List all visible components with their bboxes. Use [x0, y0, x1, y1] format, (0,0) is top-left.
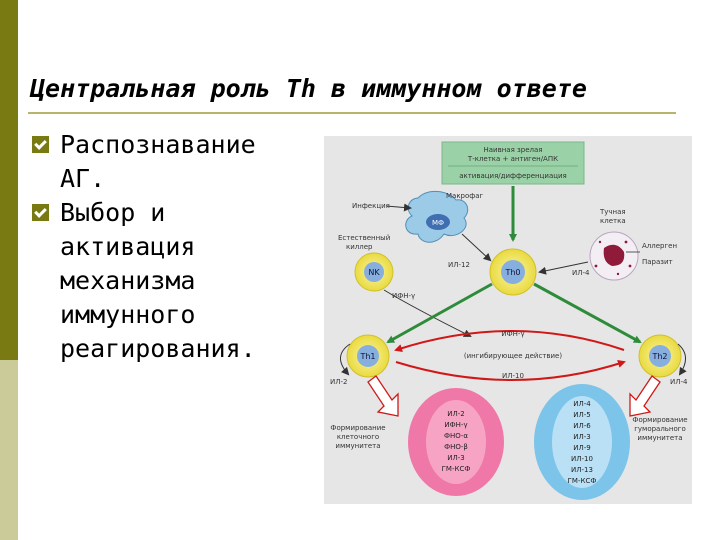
th2-cell-label: Th2 — [651, 352, 667, 361]
naive-t-cell-line1: Наивная зрелая — [484, 146, 543, 154]
nk-label-line2: киллер — [346, 243, 373, 251]
th2-cytokine: ИЛ-13 — [571, 466, 593, 474]
th1-cytokine: ИЛ-3 — [447, 454, 464, 462]
naive-t-cell-box — [441, 141, 585, 185]
arrow-il4 — [538, 261, 589, 275]
humoral-label-line3: иммунитета — [637, 434, 682, 442]
th1-cytokine-list: ИЛ-2 ИФН-γ ФНО-α ФНО-β ИЛ-3 ГМ-КСФ — [442, 410, 471, 473]
th1-feedback-arrow — [340, 343, 351, 376]
arrow-to-th2 — [533, 282, 642, 344]
bullet-text-line: АГ. — [60, 164, 106, 193]
arrow-to-th1 — [386, 282, 493, 344]
bullet-activation: Выбор и активация механизма иммунного ре… — [32, 196, 322, 366]
inhibit-arrow-ifn — [394, 330, 625, 352]
th2-cytokine: ИЛ-10 — [571, 455, 593, 463]
cellular-label-line2: клеточного — [337, 433, 379, 441]
allergen-label: Аллерген — [642, 242, 677, 250]
mast-label-line1: Тучная — [599, 208, 626, 216]
il12-label: ИЛ-12 — [448, 261, 470, 269]
th-immune-diagram: Наивная зрелая Т-клетка + антиген/АПК ак… — [324, 136, 692, 504]
bullet-recognition: Распознавание АГ. — [32, 128, 322, 196]
mf-cell-label: МФ — [432, 219, 444, 227]
th1-cytokine: ИЛ-2 — [447, 410, 464, 418]
nk-label-line1: Естественный — [338, 234, 390, 242]
th1-cytokine: ФНО-β — [444, 443, 468, 451]
nk-nucleus — [364, 262, 384, 282]
checkbox-bullet-icon — [32, 136, 49, 153]
mast-label-line2: клетка — [600, 217, 626, 225]
bullet-text-line: иммунного — [60, 300, 196, 329]
cellular-label-line1: Формирование — [330, 424, 385, 432]
arrow-il12 — [461, 233, 492, 262]
bullet-text-line: активация — [60, 232, 196, 261]
macrophage-label: Макрофаг — [446, 192, 484, 200]
cellular-outline-arrow — [367, 375, 399, 417]
sidebar-accent-bottom — [0, 360, 18, 540]
th2-cytokine: ИЛ-6 — [573, 422, 591, 430]
bullet-text-line: механизма — [60, 266, 196, 295]
il4-label: ИЛ-4 — [572, 269, 590, 277]
bullet-text-line: Выбор и — [60, 198, 166, 227]
naive-t-cell-line2: Т-клетка + антиген/АПК — [467, 155, 558, 163]
th1-cytokine: ИФН-γ — [444, 421, 467, 429]
humoral-outline-arrow — [629, 375, 661, 417]
nk-cell-label: NK — [368, 268, 380, 277]
th2-cytokine-nucleus — [552, 396, 612, 488]
slide-title: Центральная роль Th в иммунном ответе — [30, 74, 587, 103]
inhibit-arrow-il10 — [395, 360, 626, 381]
il2-left-label: ИЛ-2 — [330, 378, 347, 386]
th2-cytokine: ГМ-КСФ — [568, 477, 597, 485]
th2-nucleus — [649, 345, 671, 367]
th2-cytokine: ИЛ-3 — [573, 433, 590, 441]
bullet-text-line: Распознавание — [60, 130, 256, 159]
th2-cytokine: ИЛ-9 — [573, 444, 590, 452]
th2-cytokine: ИЛ-5 — [573, 411, 590, 419]
th0-nucleus — [501, 260, 525, 284]
title-underline — [28, 112, 676, 114]
th0-cell-label: Th0 — [504, 268, 520, 277]
bullet-text-line: реагирования. — [60, 334, 256, 363]
parasite-label: Паразит — [642, 258, 673, 266]
th2-cytokine: ИЛ-4 — [573, 400, 591, 408]
humoral-label-line1: Формирование — [632, 416, 687, 424]
th2-feedback-arrow — [677, 343, 687, 376]
diagram-background — [324, 136, 692, 504]
bullet-list: Распознавание АГ. Выбор и активация меха… — [32, 128, 322, 366]
th1-nucleus — [357, 345, 379, 367]
arrow-ifn-gamma — [383, 289, 472, 337]
activation-label: активация/дифференциация — [459, 172, 567, 180]
macrophage-nucleus — [426, 214, 450, 230]
il10-label: ИЛ-10 — [502, 372, 524, 380]
inhibitory-label: (ингибирующее действие) — [464, 352, 562, 360]
th1-cytokine-nucleus — [426, 400, 486, 484]
th1-cytokine: ФНО-α — [444, 432, 468, 440]
th1-cytokine: ГМ-КСФ — [442, 465, 471, 473]
sidebar-accent-top — [0, 0, 18, 360]
checkbox-bullet-icon — [32, 204, 49, 221]
il4-right-label: ИЛ-4 — [670, 378, 688, 386]
mast-nucleus — [603, 244, 625, 266]
ifn-gamma-label: ИФН-γ — [392, 292, 415, 300]
humoral-label-line2: гуморального — [634, 425, 686, 433]
th2-cytokine-list: ИЛ-4 ИЛ-5 ИЛ-6 ИЛ-3 ИЛ-9 ИЛ-10 ИЛ-13 ГМ-… — [568, 400, 597, 485]
ifn-center-label: ИФН-γ — [501, 330, 524, 338]
cellular-label-line3: иммунитета — [335, 442, 380, 450]
th1-cell-label: Th1 — [359, 352, 375, 361]
arrow-infection — [385, 203, 412, 212]
infection-label: Инфекция — [352, 202, 390, 210]
